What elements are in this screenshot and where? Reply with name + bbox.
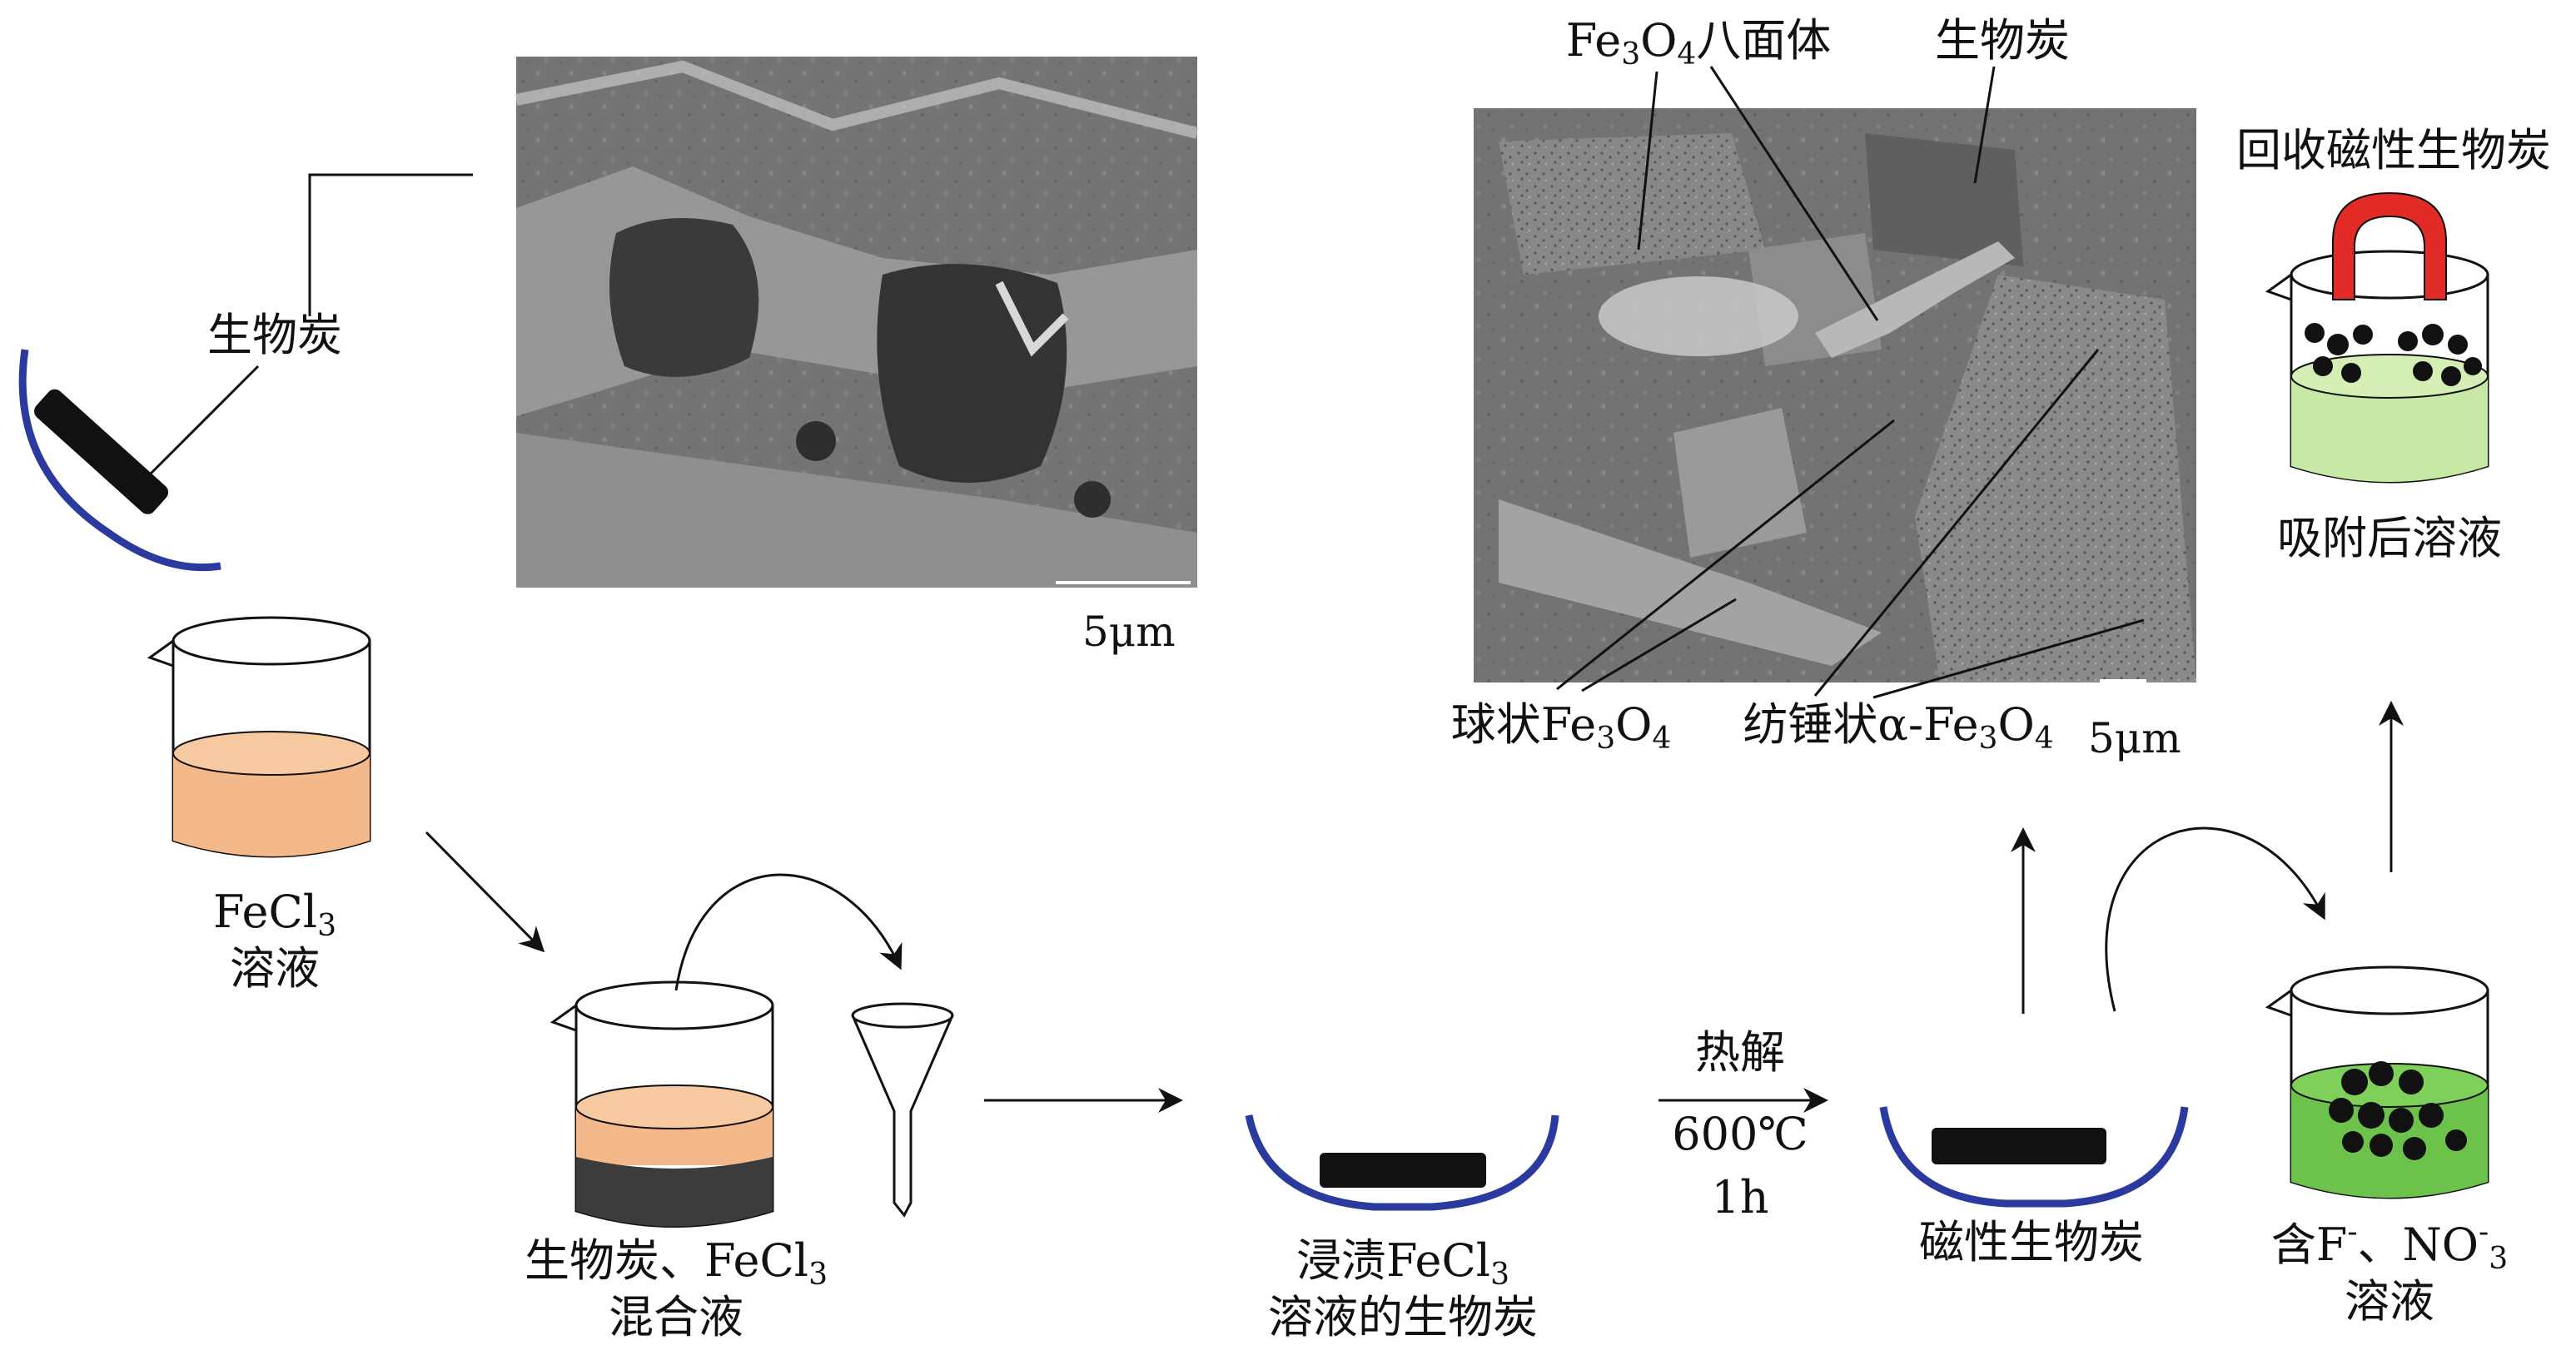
label-sph-sub2: 4 [1652, 722, 1671, 756]
label-spn-sub1: 3 [1979, 722, 1998, 756]
label-sph-sub1: 3 [1596, 722, 1615, 756]
label-after-adsorption: 吸附后溶液 [2277, 513, 2502, 564]
scale-bar-label-1: 5μm [1082, 608, 1176, 656]
label-oct-o: O [1640, 14, 1677, 67]
dish-impregnated [1249, 1115, 1555, 1207]
label-sph-o: O [1615, 698, 1652, 751]
label-spindle-fe3o4: 纺锤状α-Fe3O4 [1743, 699, 2053, 756]
label-mixture-sub: 3 [808, 1258, 828, 1292]
sem-image-magnetic-biochar [1474, 108, 2196, 682]
tilted-dish-biochar [22, 350, 221, 568]
beaker-fluoride-nitrate [2268, 967, 2488, 1198]
label-fecl3-sub: 3 [317, 909, 336, 943]
label-oct-sub1: 3 [1621, 37, 1640, 72]
label-f-sup: - [2347, 1215, 2357, 1249]
label-recover-magnetic-biochar: 回收磁性生物炭 [2236, 125, 2551, 176]
label-spn-sub2: 4 [2035, 722, 2054, 756]
beaker-fecl3 [150, 618, 370, 856]
label-biochar-top: 生物炭 [207, 310, 342, 361]
label-mixture-line1: 生物炭、FeCl [525, 1234, 808, 1287]
label-mixture-line2: 混合液 [609, 1291, 743, 1343]
dish-magnetic [1883, 1107, 2185, 1204]
label-sem2-biochar: 生物炭 [1935, 15, 2070, 67]
label-no3-sub: 3 [2489, 1242, 2508, 1276]
label-spherical-fe3o4: 球状Fe3O4 [1451, 699, 1672, 756]
label-no3-sup: - [2479, 1215, 2489, 1249]
label-impregnated-line2: 溶液的生物炭 [1268, 1291, 1538, 1343]
label-fecl3-text: FeCl [213, 886, 317, 938]
label-mixture: 生物炭、FeCl3 混合液 [525, 1235, 828, 1343]
sem-image-biochar [516, 57, 1197, 588]
funnel [853, 1004, 952, 1215]
label-duration: 1h [1711, 1172, 1768, 1223]
label-oct-fe: Fe [1566, 14, 1621, 67]
label-spn-fe: 纺锤状α-Fe [1743, 698, 1978, 751]
label-solution-text: 溶液 [230, 942, 320, 995]
label-oct-sub2: 4 [1677, 37, 1696, 72]
scale-bar-label-2: 5μm [2088, 714, 2181, 762]
label-magnetic-biochar: 磁性生物炭 [1919, 1217, 2144, 1268]
label-impregnated-sub: 3 [1490, 1258, 1509, 1292]
label-pyrolysis: 热解 [1695, 1027, 1785, 1079]
label-f-text: 含F [2271, 1219, 2347, 1271]
beaker-after-adsorption [2268, 193, 2488, 482]
label-sph-fe: 球状Fe [1451, 698, 1596, 751]
beaker-mixture [553, 982, 773, 1227]
label-spn-o: O [1997, 698, 2034, 751]
label-fe3o4-octahedron: Fe3O4八面体 [1566, 15, 1832, 72]
label-oct-text: 八面体 [1696, 14, 1831, 67]
label-temperature: 600℃ [1672, 1109, 1808, 1160]
label-impregnated-line1: 浸渍FeCl [1296, 1234, 1490, 1287]
label-f-solution-text: 溶液 [2345, 1275, 2434, 1328]
label-no-text: 、NO [2358, 1219, 2479, 1271]
